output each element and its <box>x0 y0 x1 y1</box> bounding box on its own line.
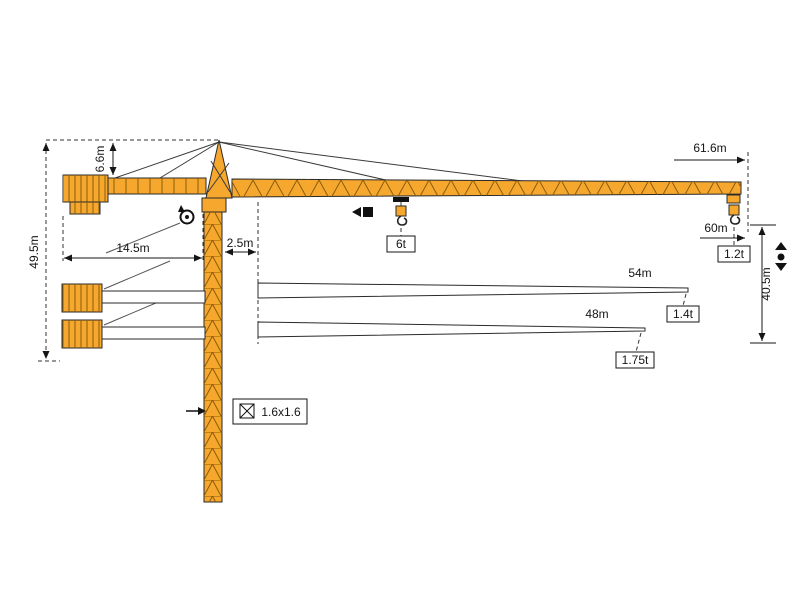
ballast-beam-2 <box>101 326 206 340</box>
label-jib-length-max: 61.6m <box>693 141 726 155</box>
tip-capacity-54m-label: 1.4t <box>666 305 700 323</box>
pendant-right-outer <box>218 141 531 183</box>
label-hook-radius-max: 60m <box>704 221 727 235</box>
counterweight-blocks <box>62 174 109 215</box>
ballast-tie-line-1 <box>105 222 181 254</box>
mast-section-label: 1.6x1.6 <box>232 398 308 425</box>
crane-body <box>61 139 742 503</box>
label-tip-capacity-48m: 1.75t <box>622 353 649 367</box>
jib-tip-hook <box>726 194 741 225</box>
tower-mast <box>203 211 223 503</box>
label-jib-length-48: 48m <box>585 307 608 321</box>
capacity-48-leader-line <box>635 332 642 353</box>
hook-icon <box>396 215 408 226</box>
slewing-unit <box>201 197 227 213</box>
slewing-rotation-icon <box>178 205 195 225</box>
tower-top <box>205 139 233 199</box>
label-mast-section: 1.6x1.6 <box>261 405 301 419</box>
ballast-blocks <box>61 283 103 349</box>
jib-outline-54m <box>257 282 689 299</box>
alternative-configurations <box>101 282 689 340</box>
label-tip-capacity-54m: 1.4t <box>673 307 694 321</box>
label-tower-offset: 2.5m <box>227 236 254 250</box>
main-jib <box>231 178 742 198</box>
label-tower-top-height: 6.6m <box>93 146 107 173</box>
capacity-54-leader-line <box>682 293 687 307</box>
tip-capacity-48m-label: 1.75t <box>615 351 655 369</box>
mast-cross-section-icon <box>239 403 255 419</box>
pendant-right-inner <box>218 141 391 182</box>
ballast-beam-1 <box>101 290 206 304</box>
ballast-tie-line-2 <box>103 260 171 290</box>
label-jib-length-54: 54m <box>628 266 651 280</box>
icons <box>178 205 787 415</box>
hook-travel-icon <box>775 242 787 271</box>
counter-jib <box>107 177 207 195</box>
pendant-left-inner <box>159 141 220 179</box>
labels: 49.5m 6.6m 14.5m 2.5m 61.6m 60m 40.5m 54… <box>27 141 773 425</box>
trolley-travel-icon <box>352 207 373 217</box>
label-max-capacity: 6t <box>396 237 407 251</box>
mast-section-pointer-icon <box>186 407 206 415</box>
pendant-left-outer <box>114 141 220 179</box>
max-capacity-label: 6t <box>386 235 416 253</box>
jib-outline-48m <box>257 321 646 338</box>
label-tip-capacity-61m: 1.2t <box>724 247 745 261</box>
tip-hook-icon <box>729 214 741 225</box>
label-counter-jib-radius: 14.5m <box>116 241 149 255</box>
dimension-lines <box>64 143 776 344</box>
tip-capacity-61m-label: 1.2t <box>717 245 751 263</box>
label-overall-height: 49.5m <box>27 235 41 268</box>
label-under-hook-height: 40.5m <box>759 267 773 300</box>
trolley-and-hook <box>393 197 409 226</box>
